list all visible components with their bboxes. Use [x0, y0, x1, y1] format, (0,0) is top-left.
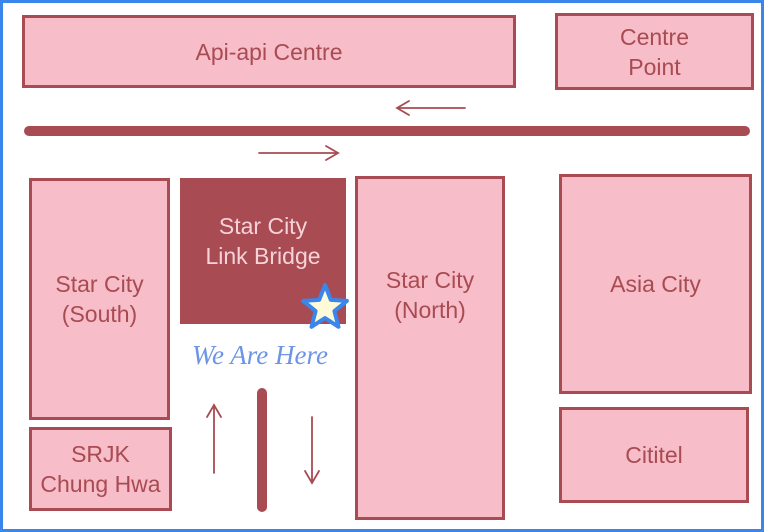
arrow-right-icon — [258, 145, 340, 161]
star-city-north-label: Star City (North) — [385, 267, 475, 323]
star-icon — [301, 283, 349, 329]
srjk-chung-hwa-building: SRJK Chung Hwa — [29, 427, 172, 511]
star-city-link-bridge-label: Star City Link Bridge — [205, 213, 321, 269]
api-api-centre-label: Api-api Centre — [195, 38, 343, 65]
srjk-chung-hwa-label: SRJK Chung Hwa — [40, 441, 161, 497]
centre-point-building: Centre Point — [555, 13, 754, 90]
side-road — [257, 388, 267, 512]
star-city-north-building: Star City (North) — [355, 176, 505, 520]
api-api-centre-building: Api-api Centre — [22, 15, 516, 88]
arrow-left-icon — [395, 100, 466, 116]
asia-city-building: Asia City — [559, 174, 752, 394]
we-are-here-label: We Are Here — [192, 340, 328, 370]
cititel-label: Cititel — [625, 442, 683, 468]
star-city-south-building: Star City (South) — [29, 178, 170, 420]
cititel-building: Cititel — [559, 407, 749, 503]
asia-city-label: Asia City — [610, 271, 701, 297]
arrow-up-icon — [206, 403, 222, 474]
arrow-down-icon — [304, 416, 320, 485]
star-city-south-label: Star City (South) — [55, 271, 144, 327]
star-city-link-bridge-building: Star City Link Bridge — [180, 178, 346, 324]
main-road — [24, 126, 750, 136]
centre-point-label: Centre Point — [619, 23, 690, 80]
